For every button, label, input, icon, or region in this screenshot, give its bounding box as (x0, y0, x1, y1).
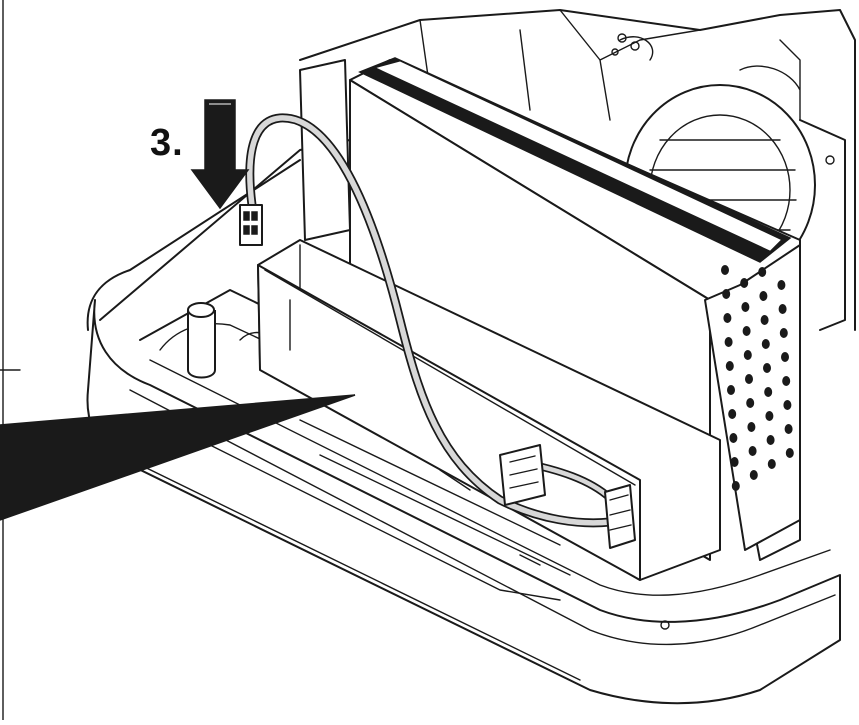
vent-hole (763, 363, 771, 373)
vent-hole (778, 304, 787, 314)
down-arrow-icon (190, 99, 250, 210)
callout-pointer (0, 394, 356, 521)
vent-hole (725, 361, 734, 371)
vent-hole (779, 328, 788, 338)
vent-hole (765, 411, 774, 421)
vent-hole (783, 400, 792, 410)
vent-hole (758, 267, 767, 277)
vent-hole (729, 433, 738, 443)
vent-hole (740, 278, 749, 288)
vent-hole (731, 481, 740, 491)
side-connector-left (499, 444, 546, 506)
vent-hole (782, 376, 791, 386)
vent-hole (727, 385, 735, 395)
vent-hole (767, 459, 776, 469)
vent-hole (721, 265, 729, 275)
vent-hole (730, 457, 739, 467)
vent-hole (747, 422, 756, 432)
vent-hole (748, 446, 757, 456)
vent-hole (785, 448, 794, 458)
top-connector (239, 204, 263, 246)
vent-hole (764, 387, 773, 397)
side-connector-right (604, 484, 636, 549)
vent-hole (728, 409, 737, 419)
vent-hole (724, 337, 733, 347)
vent-hole (743, 350, 752, 360)
vent-hole (777, 280, 786, 290)
vent-hole (784, 424, 793, 434)
vent-hole (746, 398, 755, 408)
vent-hole (723, 313, 732, 323)
vent-grid (721, 265, 794, 491)
vent-hole (741, 302, 750, 312)
vent-hole (742, 326, 751, 336)
rear-panel (299, 59, 351, 241)
support-post (187, 302, 216, 379)
vent-hole (766, 435, 775, 445)
vent-hole (760, 315, 769, 325)
vent-hole (759, 291, 768, 301)
rear-housing (299, 9, 856, 331)
vent-hole (722, 289, 731, 299)
vent-hole (761, 339, 770, 349)
base-tub (86, 139, 841, 705)
vent-hole (745, 374, 753, 384)
vent-hole (749, 470, 758, 480)
vent-hole (781, 352, 789, 362)
step-number-label: 3. (150, 122, 184, 164)
